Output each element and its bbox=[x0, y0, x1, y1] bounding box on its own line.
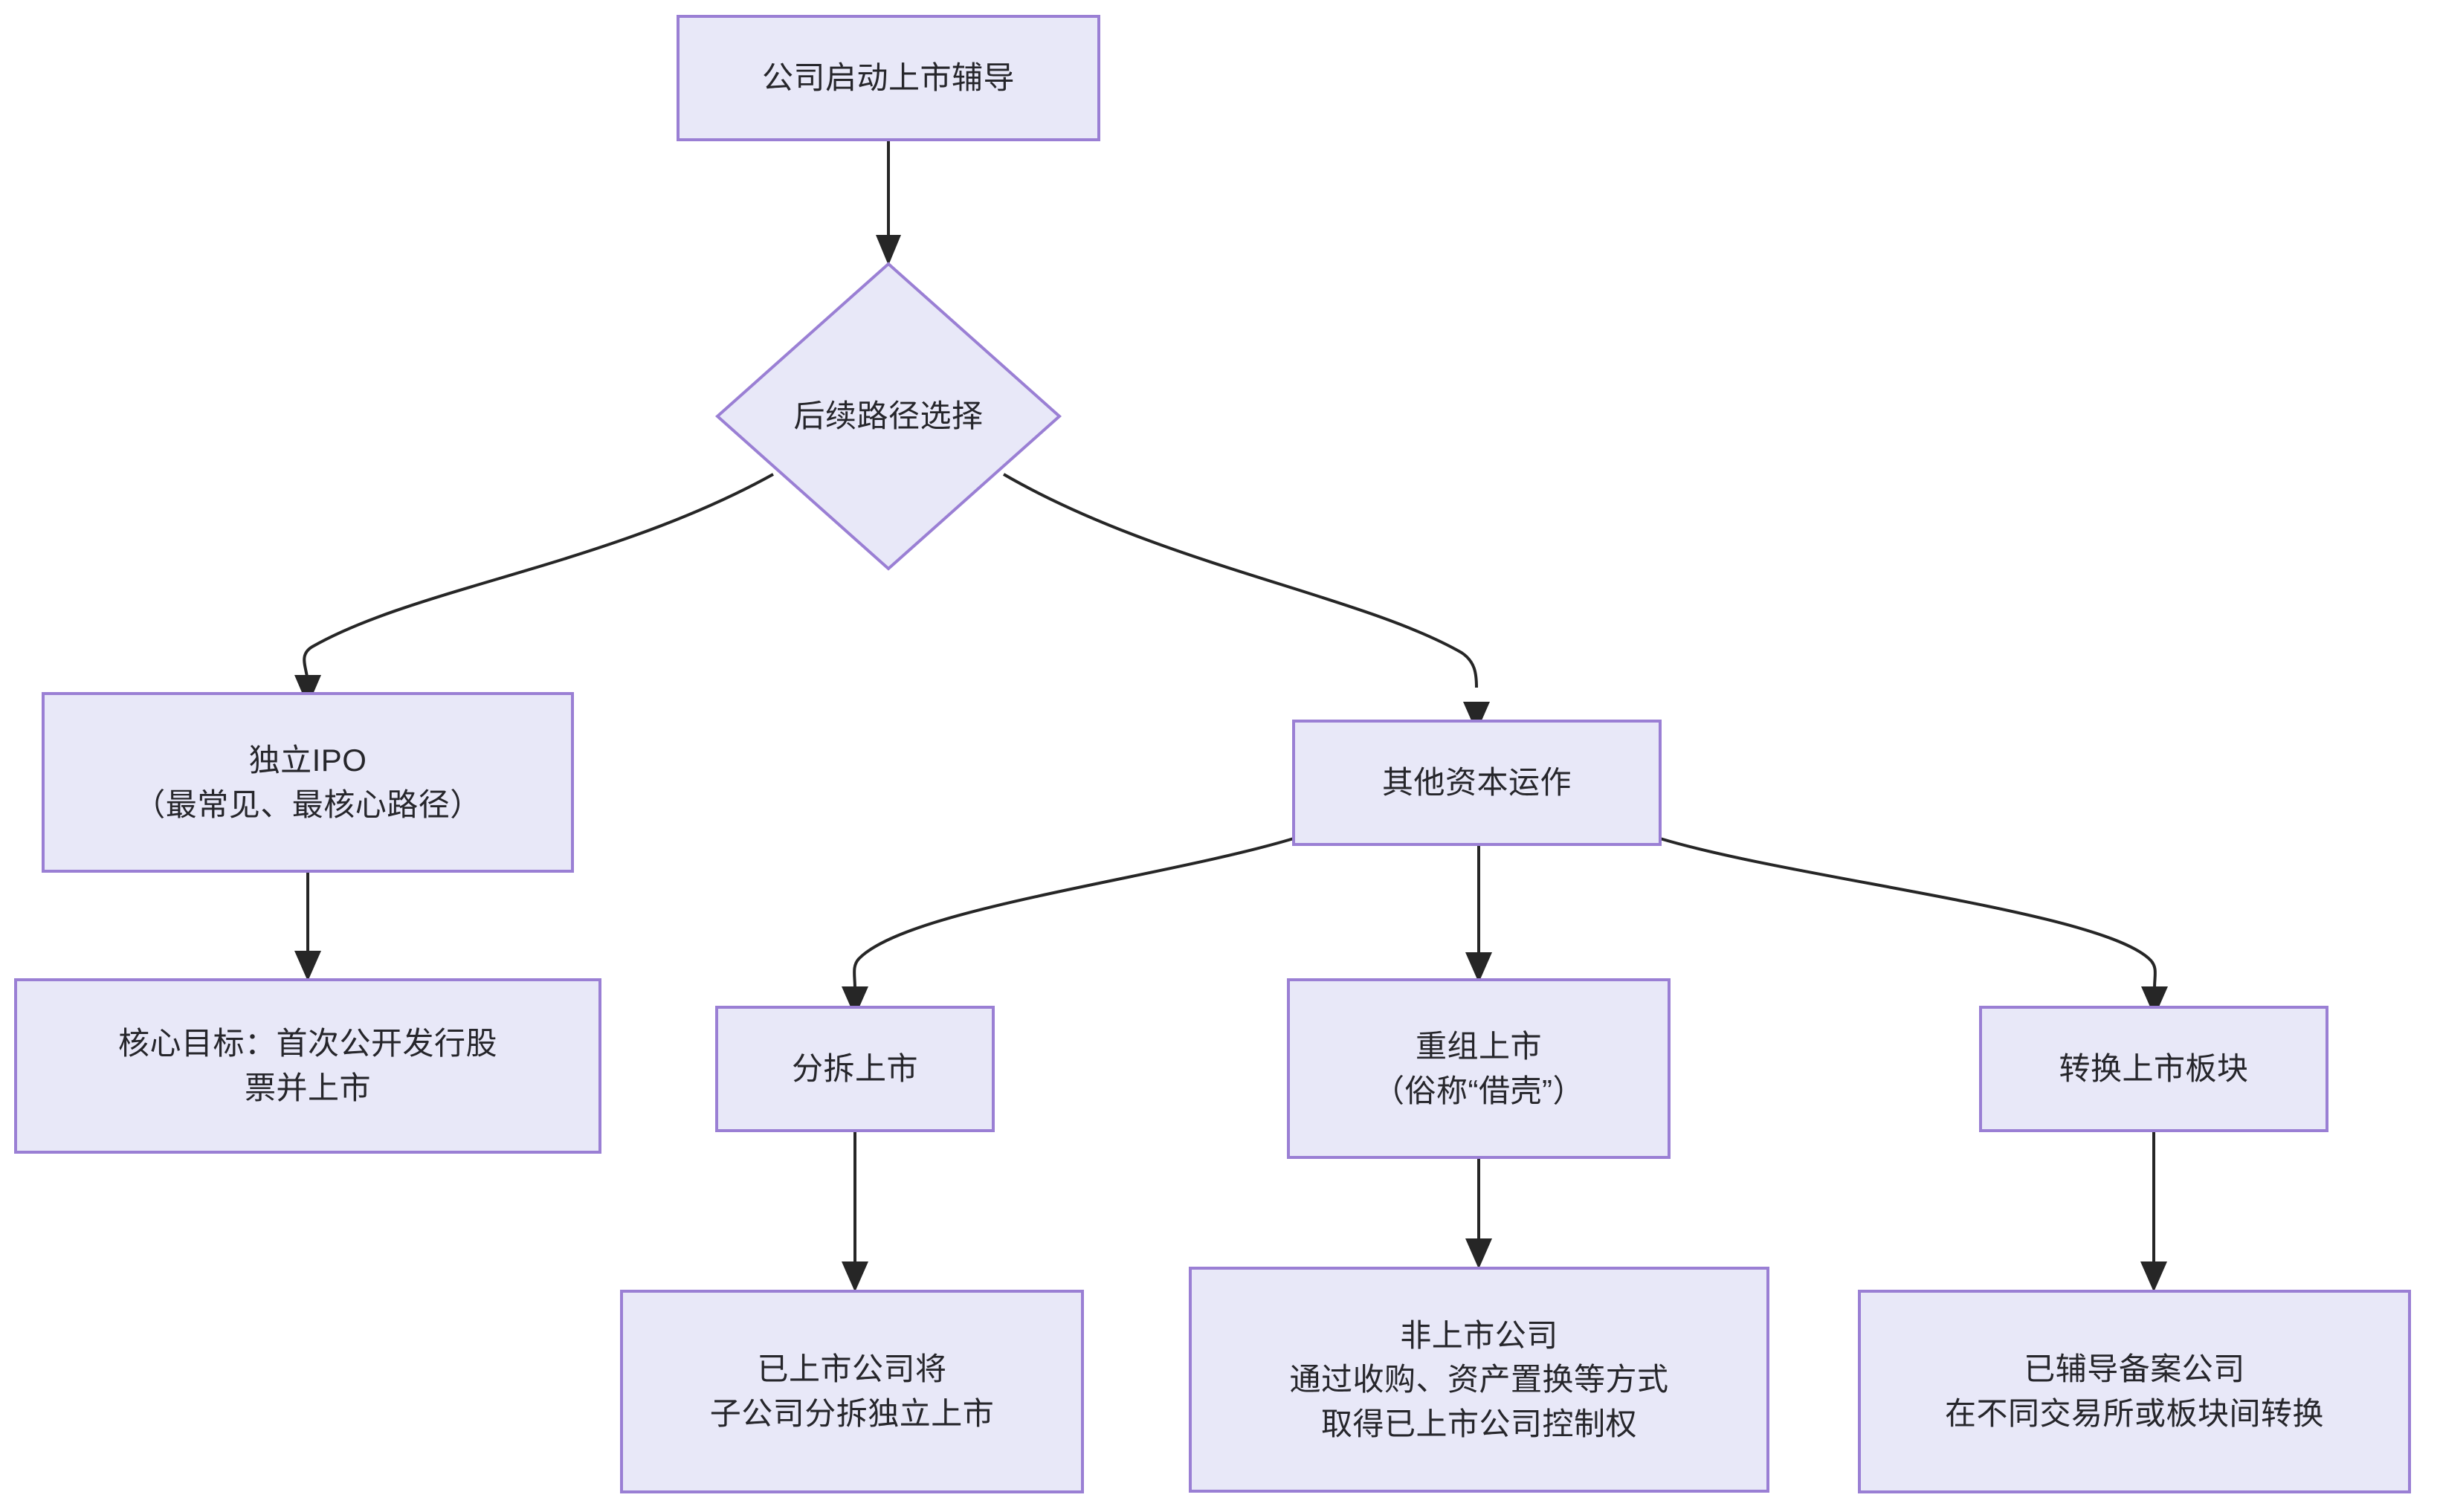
arrowhead-decision-to-other bbox=[1463, 702, 1490, 732]
arrowhead-other-to-spinoff bbox=[842, 986, 868, 1017]
node-spinoff[interactable] bbox=[715, 1006, 995, 1132]
edge-other-to-spinoff bbox=[853, 837, 1294, 989]
node-layer bbox=[14, 15, 2411, 1493]
node-spinoff-detail[interactable] bbox=[620, 1290, 1084, 1493]
arrowhead-other-to-transfer bbox=[2141, 986, 2168, 1017]
edge-other-to-transfer bbox=[1659, 837, 2157, 989]
arrowhead-decision-to-ipo bbox=[294, 675, 321, 706]
node-other-capital[interactable] bbox=[1292, 720, 1662, 846]
node-board-transfer[interactable] bbox=[1979, 1006, 2328, 1132]
node-decision[interactable] bbox=[714, 262, 1062, 571]
node-ipo-goal[interactable] bbox=[14, 978, 601, 1154]
arrowhead-backdoor-to-detail bbox=[1465, 1238, 1492, 1269]
edge-decision-to-other bbox=[1002, 473, 1478, 688]
edge-decision-to-ipo bbox=[303, 473, 774, 685]
node-start[interactable] bbox=[677, 15, 1100, 141]
node-ipo[interactable] bbox=[42, 692, 574, 873]
arrowhead-transfer-to-detail bbox=[2140, 1261, 2167, 1292]
edge-layer bbox=[294, 140, 2168, 1292]
node-transfer-detail[interactable] bbox=[1858, 1290, 2411, 1493]
node-backdoor-detail[interactable] bbox=[1189, 1267, 1769, 1493]
arrowhead-other-to-backdoor bbox=[1465, 952, 1492, 983]
arrowhead-ipo-to-goal bbox=[294, 951, 321, 981]
arrowhead-spinoff-to-detail bbox=[842, 1261, 868, 1292]
node-backdoor[interactable] bbox=[1287, 978, 1671, 1159]
arrowhead-start-to-decision bbox=[876, 235, 901, 265]
